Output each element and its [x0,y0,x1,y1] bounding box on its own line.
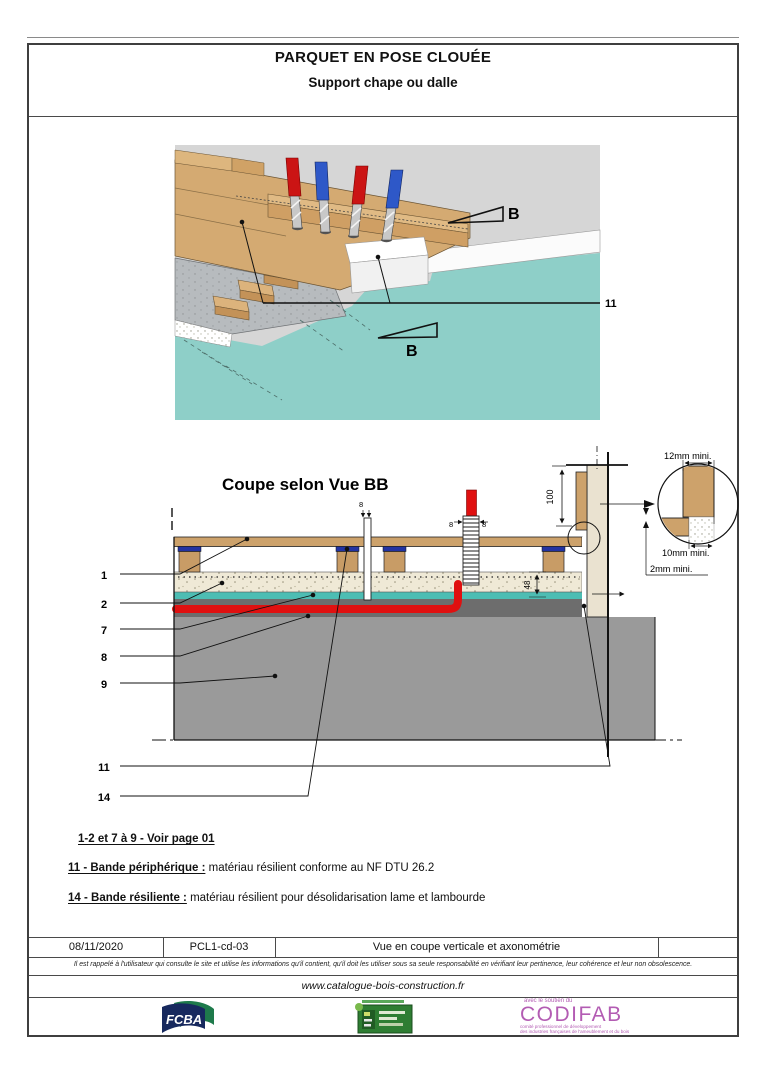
slab-layer [174,617,655,740]
section-callouts: 1 2 7 8 9 11 14 [98,536,611,804]
dowel-fastener: 8 [359,500,372,601]
dim-10mm-label: 10mm mini. [662,548,709,558]
periphery-band [582,537,587,617]
plinth [575,471,588,531]
footer-table-bottom-rule [29,957,737,958]
website-url: www.catalogue-bois-construction.fr [301,980,465,992]
callout-2: 2 [101,599,107,611]
lambourdes [177,546,566,573]
partner-logo [350,998,418,1043]
section-marker-bottom: B [377,321,438,360]
note-11: 11 - Bande périphérique : matériau résil… [68,862,434,874]
fasteners [285,157,404,243]
membrane-layer [172,580,462,613]
note-14-label: 14 - Bande résiliente : [68,892,187,904]
detail-view: 12mm mini. 10mm mini. 2mm mini. [643,451,739,576]
page-frame [27,43,739,1037]
footer-col-sep-1 [163,937,164,957]
partner-logo-leaf [355,1003,363,1011]
detail-reference-circle [567,521,601,555]
callout-8: 8 [101,652,107,664]
note-14-text: matériau résilient pour désolidarisation… [190,892,486,904]
page-subtitle: Support chape ou dalle [308,75,458,90]
top-rule [27,37,739,38]
axonometric-view: B B 11 [174,145,617,420]
callout-14: 14 [98,792,111,804]
section-view: Coupe selon Vue BB [98,446,739,804]
hidden-lines [183,299,371,401]
callout-7: 7 [101,625,107,637]
rod-dim-right: 8 [482,520,486,529]
note-14: 14 - Bande résiliente : matériau résilie… [68,892,485,904]
page-title: PARQUET EN POSE CLOUÉE [274,49,492,66]
footer-col-sep-3 [658,937,659,957]
note-11-text: matériau résilient conforme au NF DTU 26… [208,862,435,874]
title-divider [29,116,737,117]
dim-12mm-label: 12mm mini. [664,451,711,461]
dim-2mm-label: 2mm mini. [650,564,692,574]
codifab-sub2: des industries françaises de l'ameubleme… [520,1028,630,1034]
callout-9: 9 [101,679,107,691]
footer-disclaimer: Il est rappelé à l'utilisateur qui consu… [73,961,693,968]
footer-col-sep-2 [275,937,276,957]
dowel-dim-label: 8 [359,500,363,509]
footer-code-cell: PCL1-cd-03 [189,941,249,953]
footer-date-cell: 08/11/2020 [68,941,124,953]
fcba-logo-text: FCBA [166,1012,202,1027]
fcba-logo: FCBA [160,1000,216,1041]
rod-dim-left: 8 [449,520,453,529]
dim-48: 48 [523,571,546,598]
note-reference: 1-2 et 7 à 9 - Voir page 01 [78,833,215,845]
dim-100: 100 [545,465,572,527]
section-title: Coupe selon Vue BB [222,475,389,494]
section-marker-top: B [447,205,520,224]
callout-11: 11 [98,762,110,774]
note-11-label: 11 - Bande périphérique : [68,862,206,874]
partner-logo-topline [362,1000,404,1003]
footer-table-top-rule [29,937,737,938]
axo-callout-11: 11 [239,219,617,310]
marker-b-top-label: B [508,206,520,223]
marker-b-bottom-label: B [406,343,418,360]
threaded-rod: 8 8 [449,489,488,586]
codifab-tagline: avec le soutien du [524,998,573,1004]
technical-drawing: B B 11 Coupe selon Vue BB [98,145,739,804]
wall [566,446,628,757]
footer-view-title-cell: Vue en coupe verticale et axonométrie [372,941,561,953]
teal-layer [174,592,582,599]
dim-100-label: 100 [545,489,555,504]
codifab-name: CODIFAB [520,1003,623,1026]
chape-layer [173,571,583,593]
codifab-sub1: comité professionnel de développement [520,1024,602,1029]
callout-1: 1 [101,570,107,582]
disclaimer-rule [29,975,737,976]
logo-band-rule [29,997,737,998]
dim-48-label: 48 [523,580,532,589]
axo-callout-11-label: 11 [605,298,617,310]
partner-logo-graphic [355,1000,413,1034]
fcba-navy-flag [162,1003,205,1033]
fcba-logo-graphic: FCBA [162,1000,214,1033]
codifab-logo: avec le soutien du CODIFAB comité profes… [520,998,650,1034]
